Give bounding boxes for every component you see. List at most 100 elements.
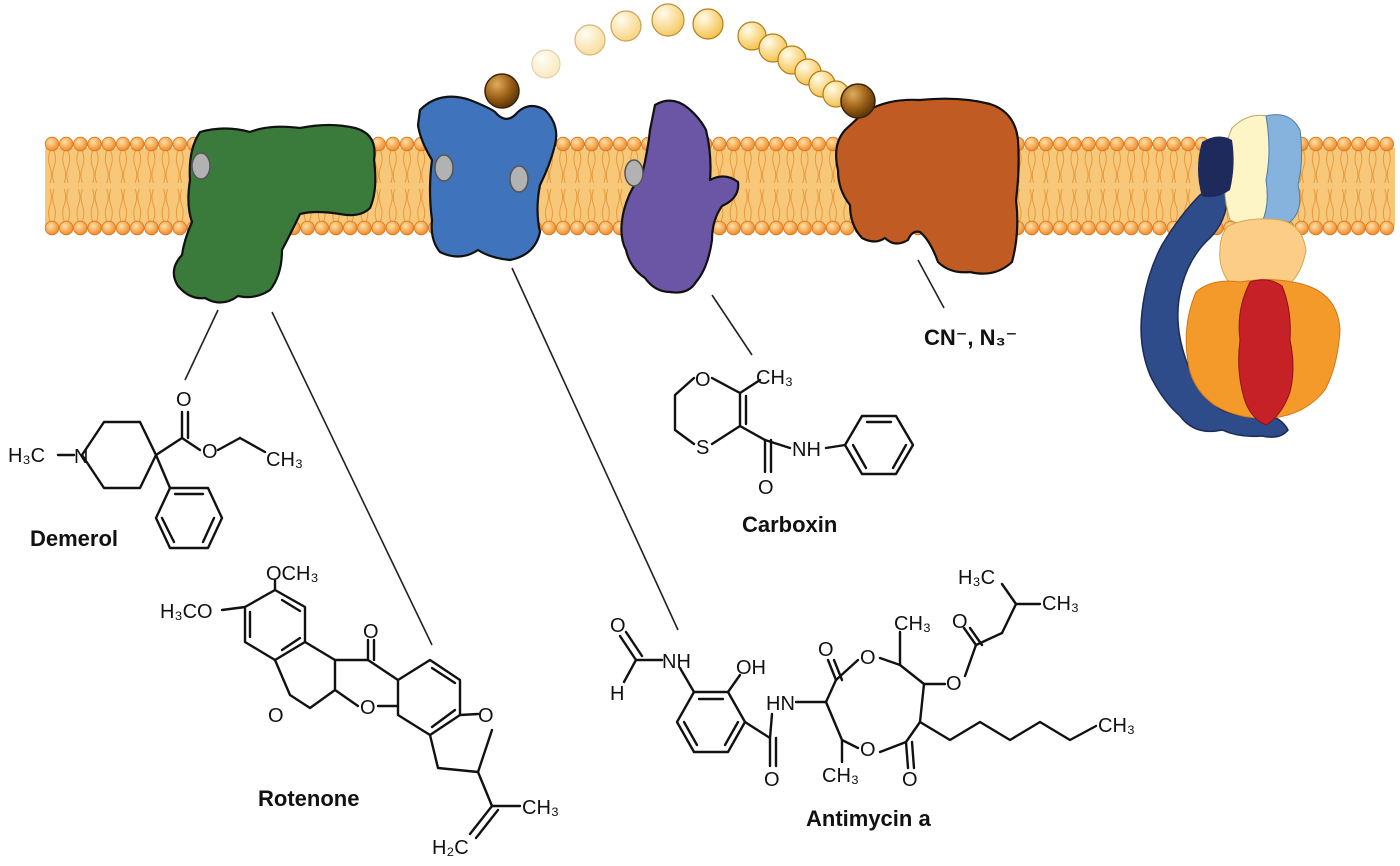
- lipid-tail-bot: [62, 188, 71, 222]
- lipid-tail-bot: [1056, 188, 1065, 222]
- lipid-head-top: [570, 136, 585, 152]
- lipid-tail-top: [800, 150, 809, 184]
- lipid-head-bot: [1351, 220, 1366, 236]
- lipid-head-top: [1081, 136, 1096, 152]
- lipid-head-bot: [1052, 220, 1068, 236]
- lipid-tail-top: [743, 150, 752, 184]
- lipid-tail-top: [90, 150, 99, 184]
- lipid-tail-top: [1084, 150, 1093, 184]
- lipid-head-bot: [740, 220, 756, 236]
- lipid-head-top: [1052, 136, 1068, 152]
- lipid-head-top: [712, 136, 727, 152]
- lipid-tail-bot: [1070, 188, 1079, 222]
- lipid-tail-bot: [133, 188, 142, 222]
- quinone-site-4: [624, 159, 644, 187]
- lipid-head-bot: [1024, 220, 1040, 236]
- carboxin-nh: NH: [792, 439, 821, 461]
- lipid-head-bot: [385, 220, 401, 236]
- lipid-tail-top: [1169, 150, 1178, 184]
- lipid-head-bot: [1322, 220, 1338, 236]
- demerol-o-ester: O: [202, 441, 218, 463]
- carboxin-structure: O S CH₃ NH O: [673, 367, 915, 499]
- lipid-tail-top: [76, 150, 85, 184]
- lipid-head-top: [1067, 136, 1082, 152]
- lipid-tail-bot: [1311, 188, 1320, 222]
- lipid-head-bot: [726, 220, 741, 236]
- lipid-tail-top: [1027, 150, 1036, 184]
- lipid-tail-bot: [1368, 188, 1377, 222]
- demerol-label: Demerol: [30, 526, 118, 551]
- lipid-tail-top: [62, 150, 71, 184]
- rotenone-h2c: H₂C: [432, 837, 469, 859]
- lipid-tail-top: [48, 150, 56, 184]
- demerol-structure: H₃C N O O CH₃: [8, 389, 303, 550]
- electron-bead: [651, 3, 685, 37]
- lipid-head-top: [556, 136, 571, 152]
- lipid-head-top: [783, 136, 798, 152]
- pointer-lines: [184, 259, 945, 646]
- lipid-tail-bot: [1098, 188, 1107, 222]
- complex-iii-protein: [416, 95, 558, 262]
- lipid-head-top: [144, 136, 159, 152]
- lipid-tail-bot: [104, 188, 113, 222]
- lipid-head-bot: [115, 220, 131, 236]
- carboxin-label: Carboxin: [742, 512, 837, 537]
- complex-i-protein: [172, 123, 377, 304]
- lipid-head-bot: [73, 220, 88, 236]
- lipid-head-top: [598, 136, 614, 152]
- rotenone-label: Rotenone: [258, 786, 359, 811]
- lipid-tail-bot: [147, 188, 156, 222]
- lipid-head-bot: [754, 220, 770, 236]
- lipid-tail-bot: [1127, 188, 1136, 222]
- lipid-head-top: [627, 136, 642, 152]
- lipid-tail-bot: [829, 188, 837, 222]
- lipid-tail-bot: [559, 188, 568, 222]
- electron-bead: [574, 24, 606, 56]
- lipid-tail-top: [601, 150, 610, 184]
- atp-synthase-red-subunit: [1238, 279, 1294, 426]
- lipid-head-top: [769, 136, 784, 152]
- lipid-tail-bot: [758, 188, 766, 222]
- lipid-head-bot: [144, 220, 159, 236]
- lipid-tail-top: [104, 150, 113, 184]
- rotenone-o-keto: O: [363, 621, 379, 643]
- lipid-tail-bot: [403, 188, 411, 222]
- lipid-head-top: [115, 136, 131, 152]
- lipid-tail-top: [559, 150, 568, 184]
- demerol-o-carbonyl: O: [176, 389, 192, 411]
- lipid-tail-top: [1184, 150, 1192, 184]
- electron-bead: [531, 49, 561, 79]
- lipid-tail-top: [1113, 150, 1121, 184]
- lipid-head-bot: [1123, 220, 1139, 236]
- lipid-head-top: [811, 136, 827, 152]
- lipid-head-top: [797, 136, 812, 152]
- lipid-head-bot: [371, 220, 386, 236]
- complex-ii-protein: [620, 99, 740, 294]
- lipid-head-bot: [357, 220, 372, 236]
- lipid-tail-top: [388, 150, 397, 184]
- antimycin-label: Antimycin a: [806, 806, 931, 831]
- lipid-head-top: [1109, 136, 1125, 152]
- lipid-tail-top: [403, 150, 411, 184]
- lipid-tail-top: [161, 150, 170, 184]
- lipid-tail-bot: [800, 188, 809, 222]
- antimycin-o-lactone-left: O: [818, 639, 834, 661]
- lipid-head-top: [584, 136, 599, 152]
- lipid-head-bot: [769, 220, 784, 236]
- antimycin-o-ester: O: [946, 673, 962, 695]
- antimycin-hn: HN: [766, 693, 795, 715]
- lipid-head-bot: [556, 220, 571, 236]
- lipid-tail-top: [1042, 150, 1050, 184]
- antimycin-o-ring-bottom: O: [860, 739, 876, 761]
- lipid-head-top: [1166, 136, 1182, 152]
- carboxin-s-ring: S: [696, 437, 709, 459]
- lipid-tail-top: [1354, 150, 1363, 184]
- lipid-head-bot: [399, 220, 415, 236]
- lipid-tail-bot: [1084, 188, 1093, 222]
- lipid-head-top: [1038, 136, 1054, 152]
- lipid-head-bot: [87, 220, 102, 236]
- lipid-head-bot: [541, 220, 557, 236]
- lipid-tail-bot: [772, 188, 781, 222]
- lipid-tail-bot: [76, 188, 85, 222]
